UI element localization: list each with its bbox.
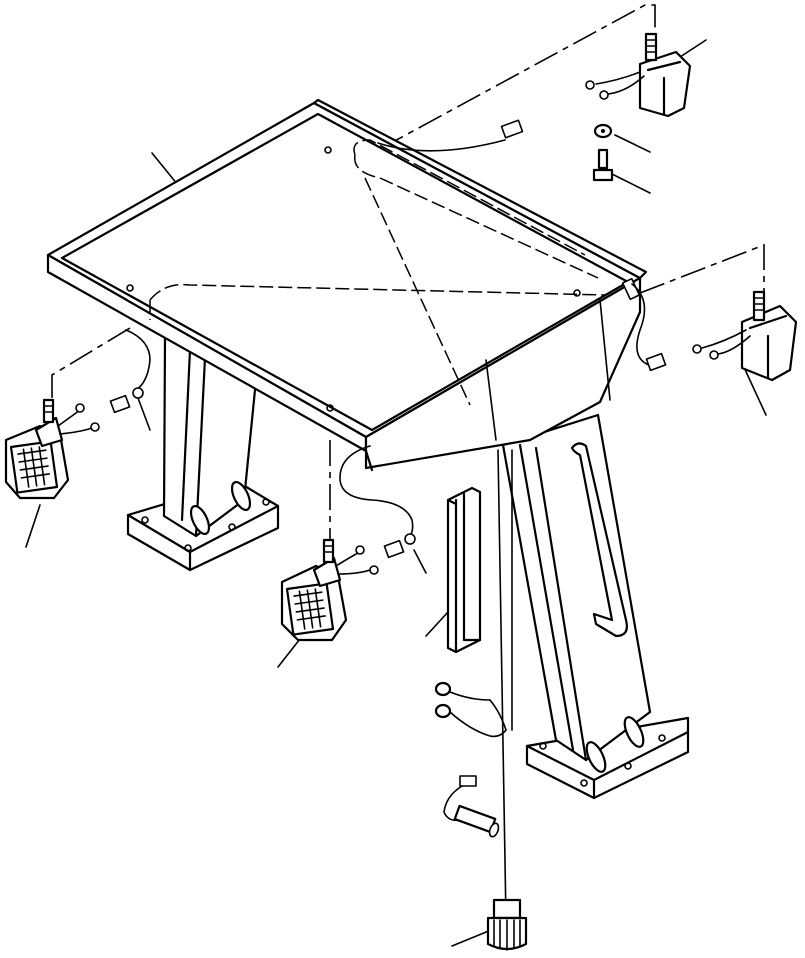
handrail [570,442,628,638]
rear-support-column [501,413,690,800]
channel-bracket [446,486,482,654]
work-lamp-rear-left [692,290,798,382]
canopy-roof [46,98,648,472]
work-lamp-front-center [280,538,379,642]
front-left-support-column [126,336,280,572]
loose-parts [434,681,507,838]
work-lamp-front-left [4,398,100,500]
assembly-lines [51,4,765,540]
wiring-harness [109,119,667,921]
connector-plug [500,119,524,139]
work-lamp-rear-right [585,32,692,182]
antenna-base [486,898,528,951]
mounting-bolt [592,148,614,182]
